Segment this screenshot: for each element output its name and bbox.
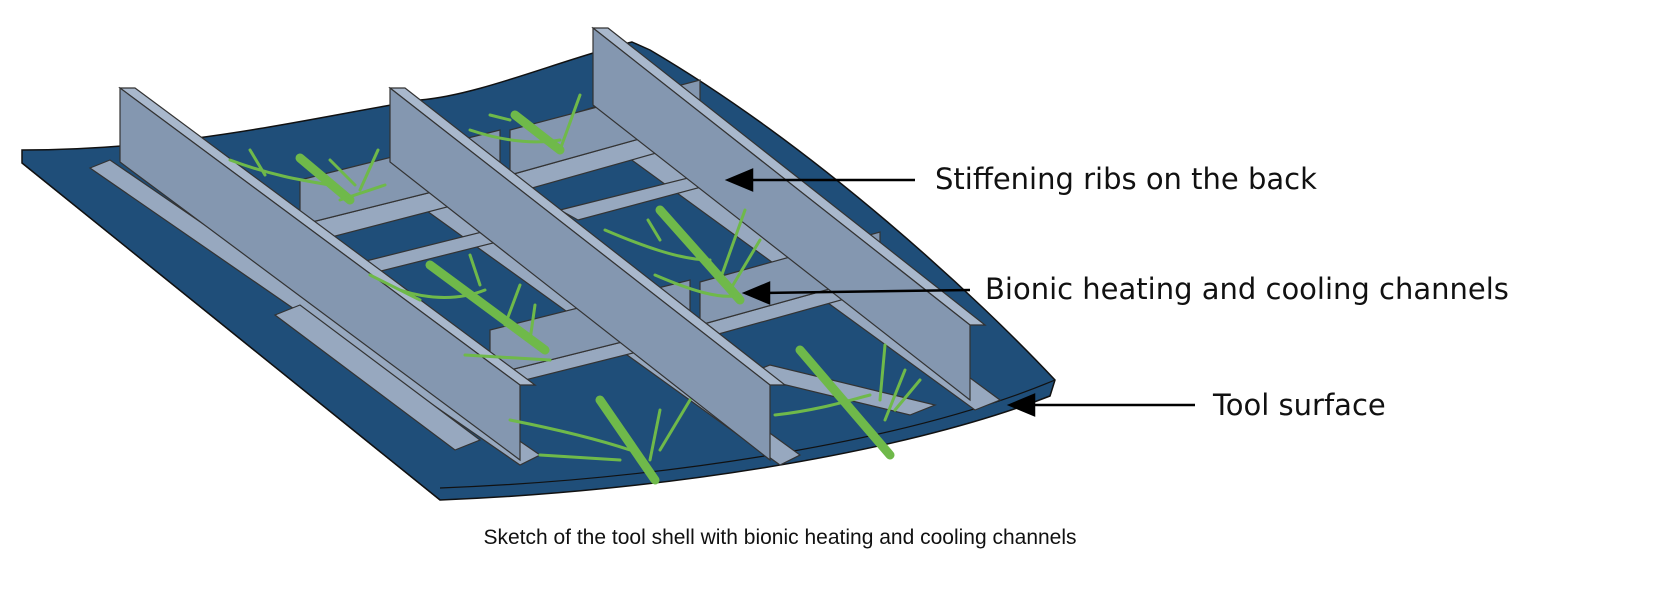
arrows xyxy=(724,168,1195,417)
channel-trunk xyxy=(295,153,355,205)
arrow-channels xyxy=(761,288,971,295)
long-rib xyxy=(592,26,971,402)
channel-branch xyxy=(773,343,922,422)
channel-branch xyxy=(368,253,552,362)
label-tool-surface: Tool surface xyxy=(1213,388,1386,422)
label-channels: Bionic heating and cooling channels xyxy=(985,272,1509,306)
arrowhead-icon xyxy=(741,281,771,305)
arrowhead-icon xyxy=(1006,393,1036,417)
channel-branch xyxy=(603,208,762,298)
channel-trunk xyxy=(655,205,745,305)
arrowhead-icon xyxy=(724,168,754,192)
bionic-channels xyxy=(228,93,922,485)
channel-trunk xyxy=(425,260,550,355)
channel-trunk xyxy=(510,110,565,155)
long-rib xyxy=(119,86,521,462)
channel-branch xyxy=(508,398,692,462)
stiffening-ribs xyxy=(88,26,1002,466)
figure-caption: Sketch of the tool shell with bionic hea… xyxy=(483,526,1077,549)
channel-trunk xyxy=(595,395,660,485)
channel-branch xyxy=(468,93,582,152)
label-stiffening-ribs: Stiffening ribs on the back xyxy=(935,162,1317,196)
long-rib xyxy=(389,86,771,462)
cross-rib xyxy=(273,304,482,451)
channel-branch xyxy=(228,148,387,202)
